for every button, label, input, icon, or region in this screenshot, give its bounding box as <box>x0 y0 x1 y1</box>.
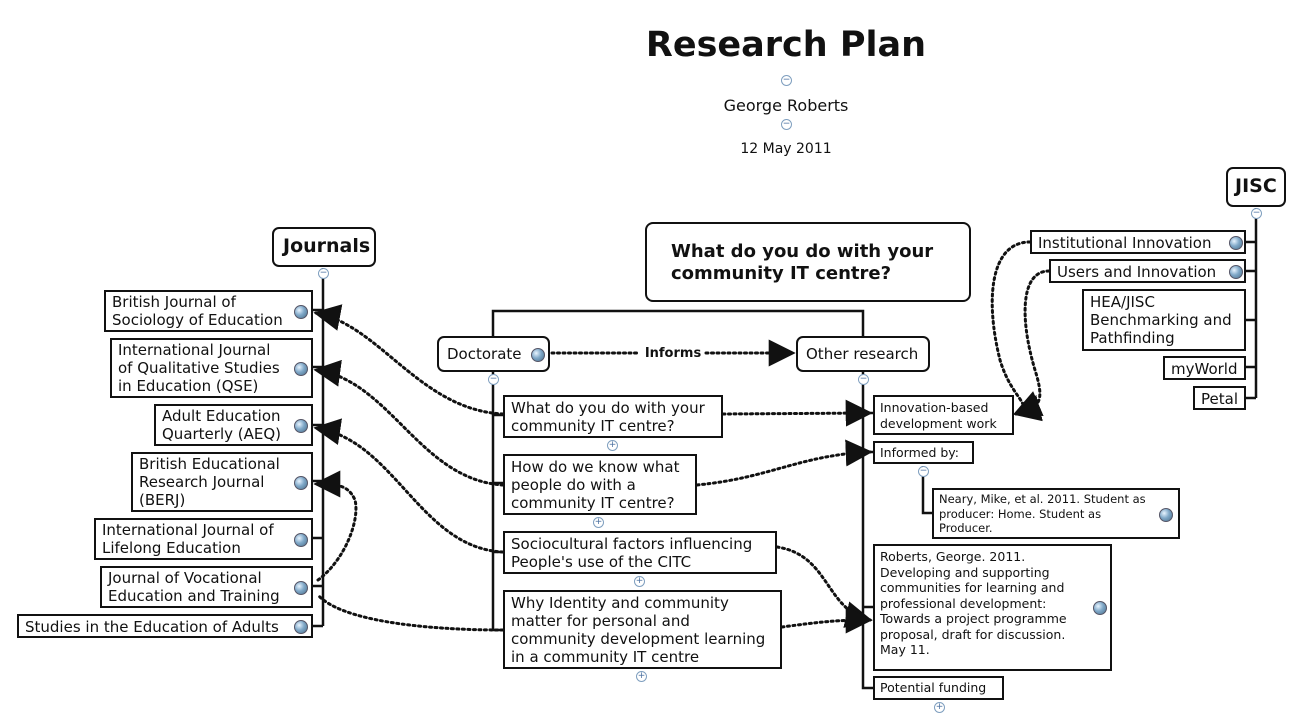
doctorate-node[interactable]: Doctorate <box>437 336 550 372</box>
reference-neary[interactable]: Neary, Mike, et al. 2011. Student as pro… <box>932 488 1180 539</box>
author-name: George Roberts <box>723 96 849 115</box>
journal-item[interactable]: British Educational Research Journal (BE… <box>131 452 313 512</box>
jisc-item-label: HEA/JISC Benchmarking and Pathfinding <box>1090 293 1232 347</box>
collapse-icon[interactable]: − <box>918 466 929 477</box>
jisc-item[interactable]: myWorld <box>1163 356 1246 380</box>
globe-icon[interactable] <box>1093 601 1107 615</box>
globe-icon[interactable] <box>294 305 308 319</box>
journal-item-label: British Educational Research Journal (BE… <box>139 455 280 509</box>
globe-icon[interactable] <box>294 419 308 433</box>
jisc-item-label: Users and Innovation <box>1057 263 1217 281</box>
expand-icon[interactable]: + <box>593 517 604 528</box>
journal-item[interactable]: Adult Education Quarterly (AEQ) <box>154 404 313 446</box>
informed-by-node[interactable]: Informed by: <box>873 441 974 464</box>
central-topic-label: What do you do with your community IT ce… <box>671 241 934 284</box>
journals-label: Journals <box>283 235 371 257</box>
doctorate-item-label: Sociocultural factors influencing People… <box>511 535 753 571</box>
doctorate-item[interactable]: What do you do with your community IT ce… <box>503 395 723 438</box>
doctorate-item-label: How do we know what people do with a com… <box>511 458 680 512</box>
other-research-node[interactable]: Other research <box>796 336 930 372</box>
globe-icon[interactable] <box>1229 265 1243 279</box>
jisc-item[interactable]: Institutional Innovation <box>1030 230 1246 254</box>
expand-icon[interactable]: + <box>636 671 647 682</box>
jisc-item[interactable]: Users and Innovation <box>1049 259 1246 283</box>
journal-item-label: Adult Education Quarterly (AEQ) <box>162 407 282 443</box>
expand-icon[interactable]: + <box>934 702 945 713</box>
jisc-item-label: Petal <box>1201 390 1238 408</box>
expand-icon[interactable]: + <box>634 576 645 587</box>
globe-icon[interactable] <box>294 581 308 595</box>
collapse-icon[interactable]: − <box>318 268 329 279</box>
doctorate-label: Doctorate <box>447 345 522 363</box>
collapse-icon[interactable]: − <box>488 374 499 385</box>
globe-icon[interactable] <box>294 533 308 547</box>
reference-roberts[interactable]: Roberts, George. 2011. Developing and su… <box>873 544 1112 671</box>
globe-icon[interactable] <box>1229 236 1243 250</box>
collapse-icon[interactable]: − <box>781 119 792 130</box>
jisc-item-label: Institutional Innovation <box>1038 234 1212 252</box>
doctorate-item[interactable]: Why Identity and community matter for pe… <box>503 590 782 669</box>
jisc-item[interactable]: Petal <box>1193 386 1246 410</box>
collapse-icon[interactable]: − <box>858 374 869 385</box>
journal-item[interactable]: British Journal of Sociology of Educatio… <box>104 290 313 332</box>
globe-icon[interactable] <box>294 362 308 376</box>
globe-icon[interactable] <box>1159 508 1173 522</box>
journal-item-label: International Journal of Lifelong Educat… <box>102 521 274 557</box>
collapse-icon[interactable]: − <box>781 75 792 86</box>
doctorate-item[interactable]: Sociocultural factors influencing People… <box>503 531 777 574</box>
innovation-work-node[interactable]: Innovation-based development work <box>873 395 1014 435</box>
globe-icon[interactable] <box>294 476 308 490</box>
doctorate-item[interactable]: How do we know what people do with a com… <box>503 454 697 515</box>
page-title: Research Plan <box>645 25 927 65</box>
journal-item-label: British Journal of Sociology of Educatio… <box>112 293 283 329</box>
central-topic[interactable]: What do you do with your community IT ce… <box>645 222 971 302</box>
potential-funding-label: Potential funding <box>880 680 987 695</box>
journal-item[interactable]: International Journal of Lifelong Educat… <box>94 518 313 560</box>
reference-roberts-label: Roberts, George. 2011. Developing and su… <box>880 549 1067 657</box>
jisc-item-label: myWorld <box>1171 360 1238 378</box>
svg-text:Informs: Informs <box>645 346 702 361</box>
journal-item[interactable]: International Journal of Qualitative Stu… <box>110 338 313 398</box>
expand-icon[interactable]: + <box>607 440 618 451</box>
potential-funding-node[interactable]: Potential funding <box>873 676 1004 700</box>
globe-icon[interactable] <box>294 620 308 634</box>
journal-item-label: International Journal of Qualitative Stu… <box>118 341 280 395</box>
jisc-node[interactable]: JISC <box>1226 167 1286 207</box>
other-research-label: Other research <box>806 345 919 363</box>
jisc-item[interactable]: HEA/JISC Benchmarking and Pathfinding <box>1082 289 1246 351</box>
reference-neary-label: Neary, Mike, et al. 2011. Student as pro… <box>939 492 1146 535</box>
doctorate-item-label: Why Identity and community matter for pe… <box>511 594 766 666</box>
date: 12 May 2011 <box>740 141 832 157</box>
globe-icon[interactable] <box>531 348 545 362</box>
innovation-work-label: Innovation-based development work <box>880 400 997 431</box>
collapse-icon[interactable]: − <box>1251 208 1262 219</box>
journal-item-label: Journal of Vocational Education and Trai… <box>108 569 280 605</box>
journal-item-label: Studies in the Education of Adults <box>25 618 279 636</box>
journal-item[interactable]: Studies in the Education of Adults <box>17 614 313 638</box>
informed-by-label: Informed by: <box>880 445 959 460</box>
journal-item[interactable]: Journal of Vocational Education and Trai… <box>100 566 313 608</box>
journals-node[interactable]: Journals <box>272 227 376 267</box>
doctorate-item-label: What do you do with your community IT ce… <box>511 399 705 435</box>
jisc-label: JISC <box>1235 175 1277 197</box>
